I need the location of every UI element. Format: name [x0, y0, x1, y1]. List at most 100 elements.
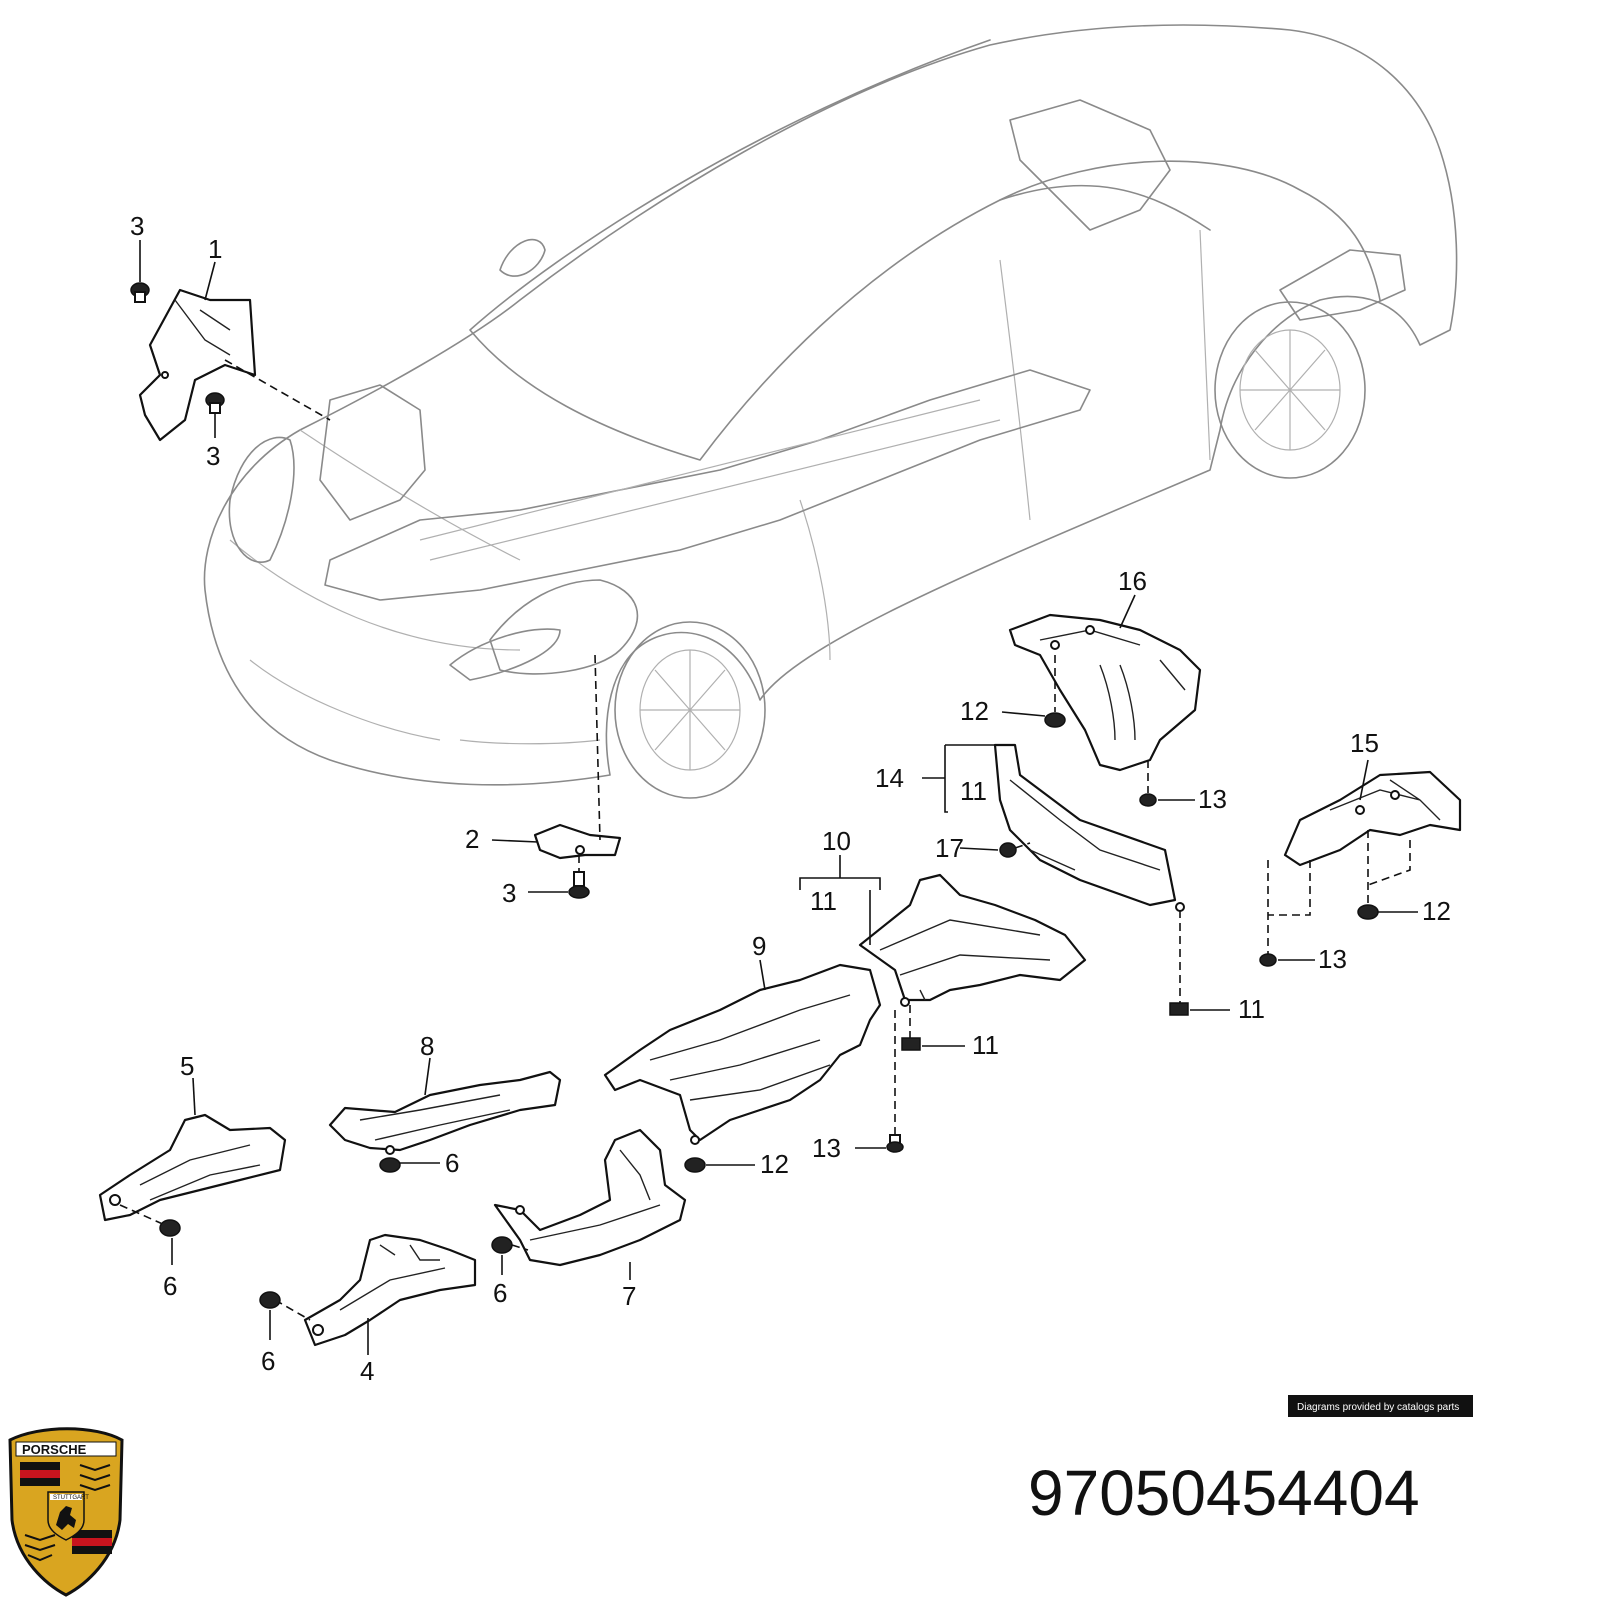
fastener-12-c	[684, 1157, 706, 1173]
part-16-shield	[1008, 613, 1202, 772]
car-front-spokes	[640, 650, 740, 770]
car-rear-spokes	[1240, 330, 1340, 450]
crest-brand-text: PORSCHE	[22, 1442, 87, 1457]
fastener-6-a	[379, 1157, 401, 1173]
fastener-11-b	[901, 1037, 921, 1051]
part-9-shield	[603, 963, 882, 1145]
leader-12-a	[1001, 711, 1046, 717]
fastener-3-top	[130, 282, 150, 303]
car-fog-light	[449, 628, 561, 681]
car-front-subframe	[489, 579, 639, 675]
callout-7: 7	[622, 1281, 636, 1311]
callout-1: 1	[208, 234, 222, 264]
leader-8	[424, 1057, 431, 1096]
leader-16	[1119, 594, 1136, 629]
callout-10-sub: 11	[810, 886, 837, 916]
part-10-shield	[858, 873, 1087, 1007]
callout-14-sub: 11	[960, 776, 987, 806]
leader-9	[759, 959, 766, 991]
part-7-shield	[493, 1128, 687, 1267]
fastener-3-bottom	[568, 871, 590, 899]
bracket-14	[944, 744, 995, 813]
fastener-6-d	[491, 1236, 513, 1254]
car-windshield	[469, 39, 1211, 461]
part-number: 97050454404	[1028, 1457, 1420, 1529]
fastener-17	[999, 842, 1017, 858]
credit-text: Diagrams provided by catalogs parts	[1297, 1402, 1459, 1413]
part-8-shield	[328, 1070, 562, 1155]
car-front-intake	[249, 659, 601, 745]
callout-12-c: 12	[760, 1149, 789, 1179]
crest-city-text: STUTTGART	[53, 1495, 89, 1501]
callout-16: 16	[1118, 566, 1147, 596]
fastener-6-d-dash	[511, 1244, 529, 1251]
callout-11-a: 11	[1238, 994, 1265, 1024]
callout-6-b: 6	[163, 1271, 177, 1301]
car-body	[203, 24, 1458, 786]
part-4-dash	[274, 1299, 311, 1321]
part-5-dash	[119, 1204, 166, 1226]
car-mirror	[499, 238, 546, 277]
part-1-bracket	[138, 288, 257, 442]
part-1-dash	[224, 359, 331, 421]
callout-14: 14	[875, 763, 904, 793]
callout-13-a: 13	[1198, 784, 1227, 814]
part-14-shield	[993, 743, 1185, 912]
callout-2: 2	[465, 824, 479, 854]
callout-8: 8	[420, 1031, 434, 1061]
callout-4: 4	[360, 1356, 374, 1386]
car-door-lines	[799, 229, 1211, 661]
leader-17	[959, 847, 999, 851]
callout-11-b: 11	[972, 1030, 999, 1060]
car-rear-shield	[1009, 99, 1171, 231]
callout-17: 17	[935, 833, 964, 863]
leader-15	[1359, 759, 1369, 801]
car-headlight	[228, 436, 295, 563]
callout-13-c: 13	[812, 1133, 841, 1163]
callout-6-d: 6	[493, 1278, 507, 1308]
car-rear-arch-shield	[1279, 249, 1406, 321]
callout-3-middle: 3	[206, 441, 220, 471]
fastener-13-c	[886, 1134, 904, 1153]
callout-12-a: 12	[960, 696, 989, 726]
callout-5: 5	[180, 1051, 194, 1081]
fastener-6-b	[159, 1219, 181, 1237]
fastener-13-b	[1259, 953, 1277, 967]
fastener-6-c	[259, 1291, 281, 1309]
part-15-dash-right	[1367, 830, 1411, 905]
callout-3-bottom: 3	[502, 878, 516, 908]
bracket-10	[799, 855, 881, 890]
fastener-13-a	[1139, 793, 1157, 807]
part-4-shield	[303, 1233, 477, 1347]
leader-1	[204, 261, 216, 301]
fastener-3-middle	[205, 392, 225, 414]
leader-5	[192, 1077, 196, 1116]
car-tunnel-detail	[419, 399, 1001, 561]
car-front-arch-shield	[319, 384, 426, 521]
part-2-plate	[533, 823, 622, 860]
car-rear-wheel	[1214, 301, 1366, 479]
part-15-shield	[1283, 770, 1462, 867]
leader-2	[491, 839, 539, 843]
callout-13-b: 13	[1318, 944, 1347, 974]
car-front-wheel	[614, 621, 766, 799]
callout-6-a: 6	[445, 1148, 459, 1178]
callout-10: 10	[822, 826, 851, 856]
part-15-dash-left	[1267, 860, 1311, 955]
fastener-12-b	[1357, 904, 1379, 920]
fastener-11-a	[1169, 1002, 1189, 1016]
callout-15: 15	[1350, 728, 1379, 758]
car-roofline	[999, 160, 1381, 301]
callout-9: 9	[752, 931, 766, 961]
car-center-tunnel	[324, 369, 1091, 601]
callout-6-c: 6	[261, 1346, 275, 1376]
car-outline	[203, 24, 1458, 799]
fastener-12-a	[1044, 712, 1066, 728]
part-2-dash	[594, 654, 601, 841]
fastener-17-dash	[1014, 842, 1031, 849]
callout-3-top: 3	[130, 211, 144, 241]
part-5-shield	[98, 1113, 287, 1222]
porsche-crest-logo: PORSCHE STUTTGART	[8, 1427, 124, 1597]
